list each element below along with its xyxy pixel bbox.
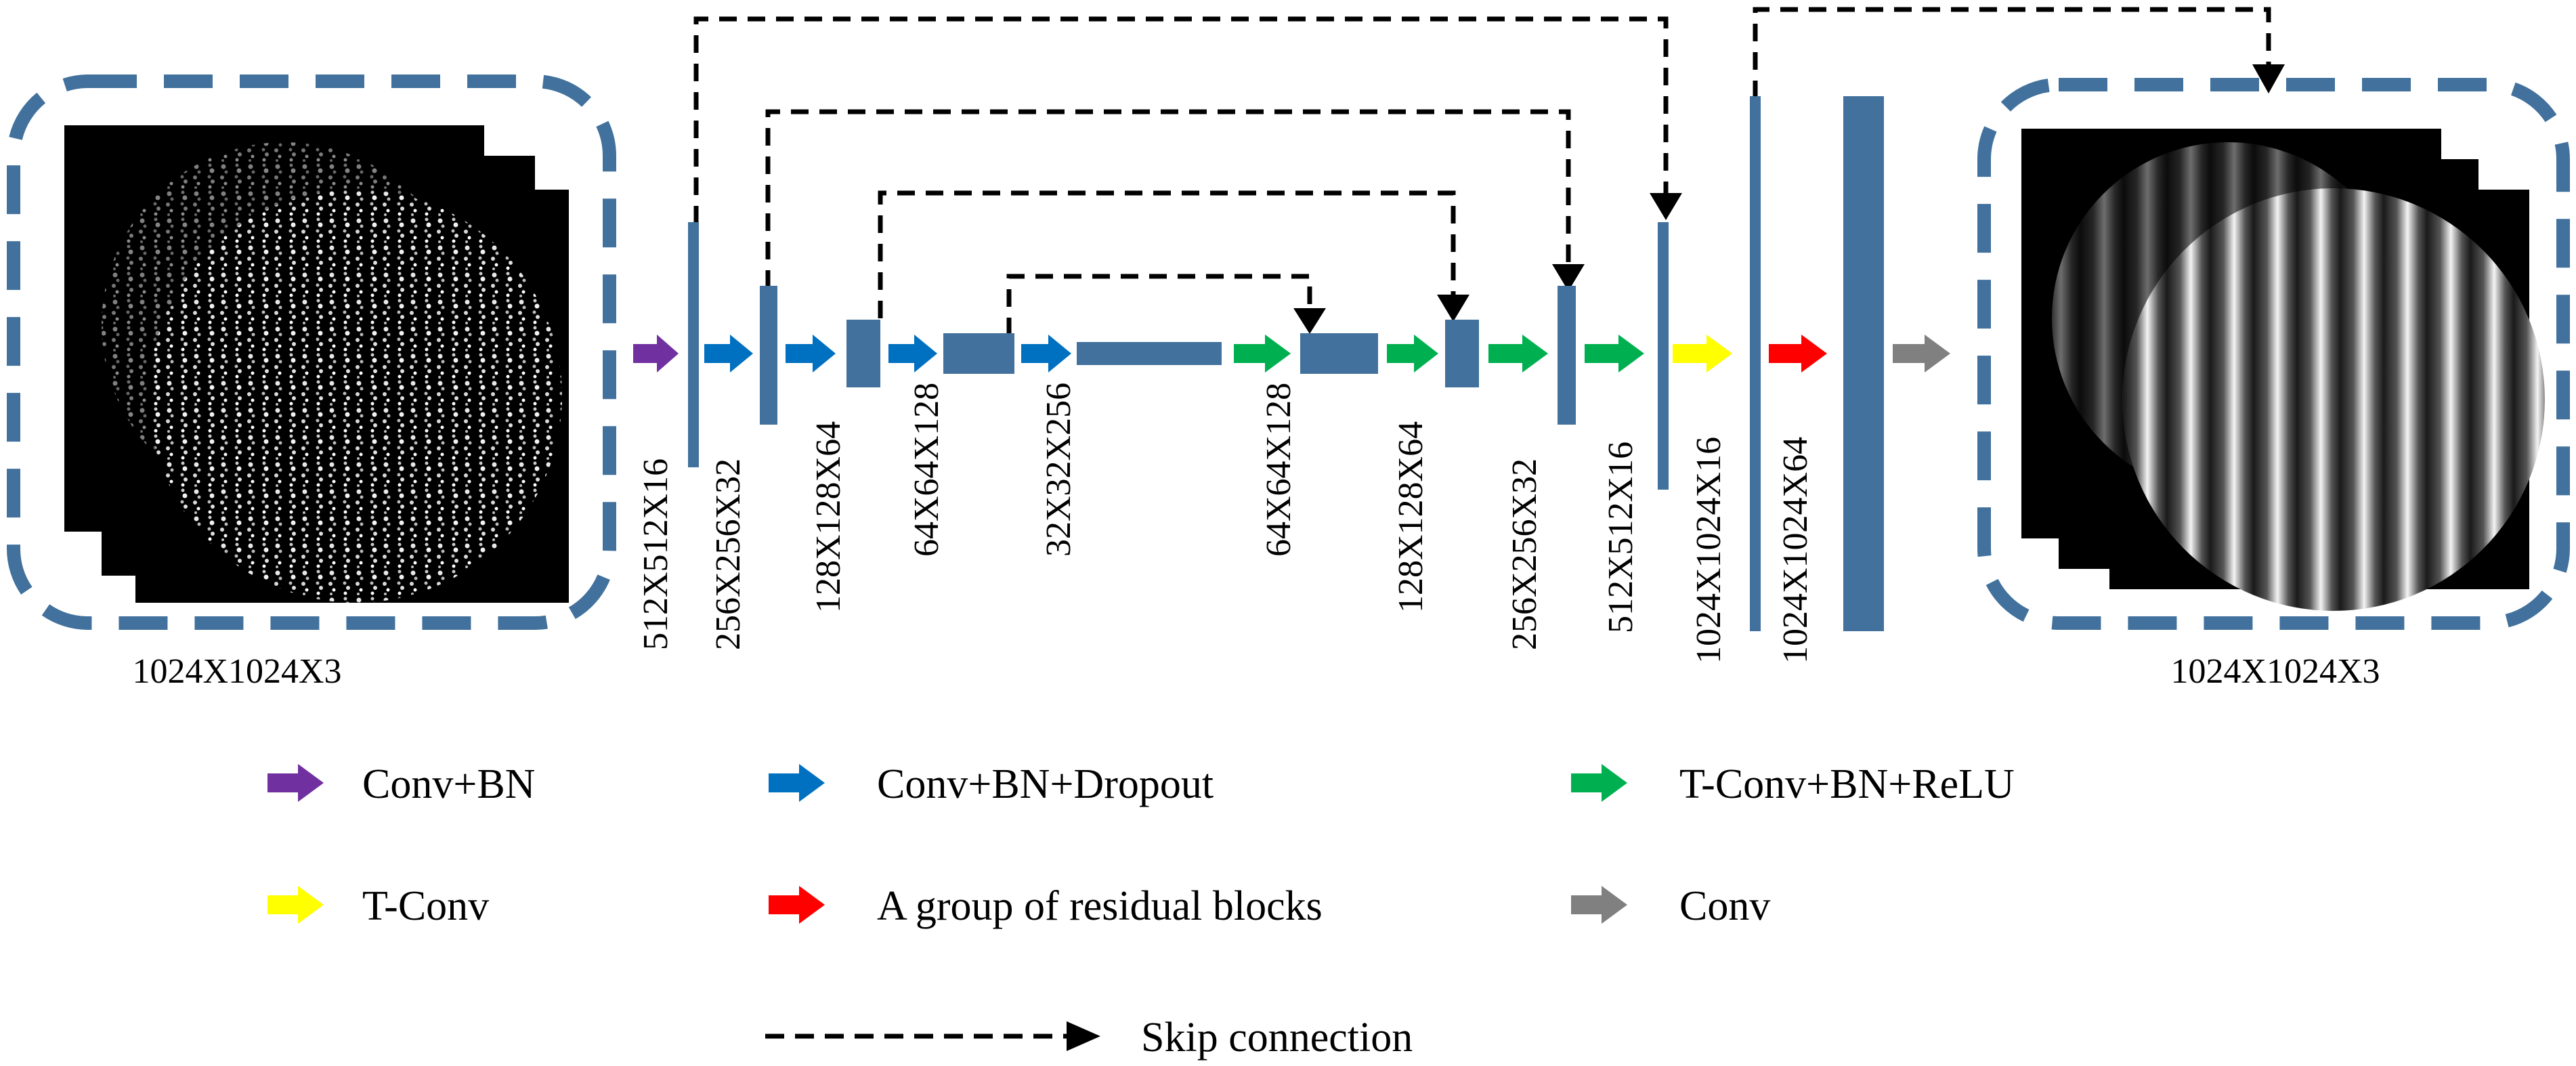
legend-label-conv-bn: Conv+BN	[362, 761, 535, 807]
legend-label-conv: Conv	[1679, 883, 1770, 929]
skip-connections	[693, 7, 2271, 335]
legend-arrow-tconv-bn-relu	[1571, 764, 1627, 802]
legend-label-skip: Skip connection	[1141, 1015, 1413, 1061]
block-512-16-enc	[688, 222, 699, 467]
input-image-stack	[64, 125, 569, 603]
arrow-tconv	[1673, 335, 1732, 372]
dim-label-6: 64X64X128	[1260, 383, 1298, 557]
output-image-stack	[2021, 129, 2545, 611]
legend-arrow-tconv	[267, 886, 324, 924]
skip-arrowheads	[1293, 64, 2285, 334]
dim-label-7: 128X128X64	[1392, 421, 1430, 613]
skip-connection-1	[693, 16, 1669, 223]
dim-label-10: 1024X1024X16	[1690, 437, 1728, 664]
legend-skip-arrowhead	[1067, 1021, 1100, 1051]
dim-label-3: 128X128X64	[809, 421, 848, 613]
operation-arrows	[633, 335, 1950, 372]
output-size-label: 1024X1024X3	[2170, 652, 2380, 691]
dim-label-1: 512X512X16	[637, 459, 675, 650]
arrow-tconv-bn-relu-2	[1234, 335, 1291, 372]
legend: Conv+BN Conv+BN+Dropout T-Conv+BN+ReLU T…	[267, 761, 2015, 1061]
dim-label-4: 64X64X128	[907, 383, 946, 557]
legend-label-tconv: T-Conv	[362, 883, 489, 929]
arrow-tconv-bn-relu-3	[1387, 335, 1438, 372]
legend-label-tconv-bn-relu: T-Conv+BN+ReLU	[1679, 761, 2015, 807]
legend-label-conv-bn-dropout: Conv+BN+Dropout	[877, 761, 1214, 807]
block-128-64-enc	[846, 320, 880, 387]
dim-label-9: 512X512X16	[1602, 442, 1640, 633]
arrow-conv-bn-dropout-1	[704, 335, 753, 372]
block-1024-16	[1750, 96, 1761, 631]
block-128-64-dec	[1445, 320, 1479, 387]
input-image-panel	[7, 74, 616, 630]
arrow-conv-bn-dropout-4	[1021, 335, 1071, 372]
input-frame	[7, 74, 616, 630]
skip-connection-2	[765, 109, 1571, 288]
block-1024-64	[1843, 96, 1884, 631]
block-512-16-dec	[1658, 222, 1669, 490]
dim-label-8: 256X256X32	[1505, 459, 1544, 650]
input-size-label: 1024X1024X3	[132, 652, 341, 691]
legend-arrow-conv	[1571, 886, 1627, 924]
dim-label-5: 32X32X256	[1039, 383, 1078, 557]
arrow-residual	[1769, 335, 1827, 372]
arrow-conv-bn-dropout-2	[786, 335, 836, 372]
legend-arrow-conv-bn-dropout	[769, 764, 825, 802]
dimension-labels: 512X512X16 256X256X32 128X128X64 64X64X1…	[637, 383, 1815, 664]
legend-arrow-residual	[769, 886, 825, 924]
block-256-32-enc	[760, 286, 777, 425]
feature-blocks	[688, 96, 1884, 631]
legend-arrow-conv-bn	[267, 764, 324, 802]
arrow-conv-bn-dropout-3	[888, 335, 937, 372]
dim-label-2: 256X256X32	[709, 459, 748, 650]
skip-connection-4	[1006, 274, 1312, 335]
block-32-256	[1077, 342, 1222, 365]
block-64-128-dec	[1300, 333, 1378, 374]
skip-connection-5	[1753, 7, 2271, 98]
arrow-conv-bn	[633, 335, 679, 372]
dim-label-11: 1024X1024X64	[1776, 437, 1815, 664]
arrow-tconv-bn-relu-4	[1488, 335, 1548, 372]
block-64-128-enc	[943, 333, 1014, 374]
arrow-conv-final	[1893, 335, 1950, 372]
arrow-tconv-bn-relu-5	[1585, 335, 1644, 372]
legend-label-residual: A group of residual blocks	[877, 883, 1323, 929]
skip-connection-3	[878, 190, 1456, 318]
output-image-panel	[1977, 78, 2570, 630]
block-256-32-dec	[1558, 286, 1576, 425]
